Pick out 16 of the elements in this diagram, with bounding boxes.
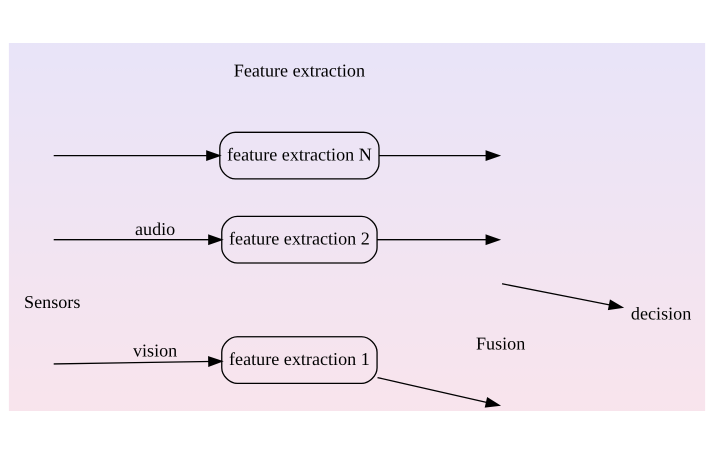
node-box: feature extraction 2 bbox=[221, 215, 378, 264]
node-text: decision bbox=[630, 303, 692, 324]
arrow bbox=[54, 150, 222, 161]
label: Fusion bbox=[476, 332, 526, 353]
edge-label: vision bbox=[132, 340, 178, 360]
arrow bbox=[379, 150, 502, 161]
arrow bbox=[54, 234, 224, 245]
node-box: feature extraction 1 bbox=[221, 336, 378, 384]
node-box: feature extraction N bbox=[219, 131, 380, 180]
arrow bbox=[502, 282, 624, 310]
arrow bbox=[377, 376, 502, 408]
arrow bbox=[54, 356, 224, 366]
label: Feature extraction bbox=[234, 60, 366, 80]
arrow bbox=[378, 234, 502, 245]
label: Sensors bbox=[24, 291, 80, 312]
edge-label: audio bbox=[135, 218, 176, 238]
